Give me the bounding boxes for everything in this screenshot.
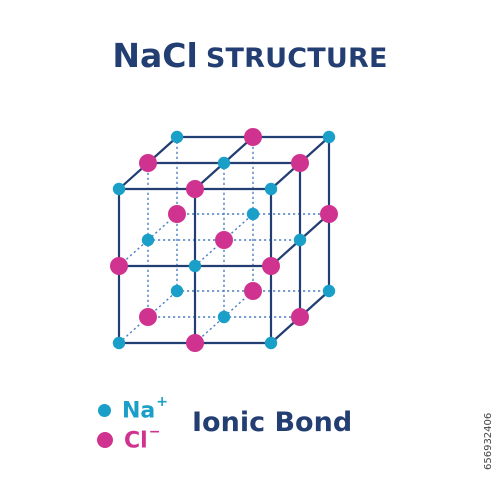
sodium-ion [264,336,278,350]
chloride-ion [244,128,262,146]
legend-label-sodium: Na+ [122,393,168,424]
chloride-ion [110,257,128,275]
chloride-ion [139,154,157,172]
sodium-ion [217,156,231,170]
legend-item-sodium: Na+ [98,393,168,425]
sodium-charge: + [156,393,168,410]
legend-label-chloride: Cl− [124,423,161,454]
legend-item-chloride: Cl− [97,423,161,455]
sodium-ion [322,284,336,298]
sodium-ion [293,233,307,247]
chloride-ion [186,334,204,352]
sodium-ion [217,310,231,324]
lattice-atoms [110,128,338,352]
title-formula: NaCl [112,36,198,75]
sodium-ion [170,284,184,298]
ionic-bond-label: Ionic Bond [192,407,353,438]
sodium-ion [112,182,126,196]
inner-grid-line [223,290,254,318]
chloride-charge: − [148,423,161,440]
sodium-ion [170,130,184,144]
sodium-ion-dot [98,403,111,417]
sodium-ion [264,182,278,196]
chloride-symbol: Cl [124,428,148,454]
chloride-ion-dot [97,432,113,448]
inner-grid-line [147,213,178,241]
sodium-symbol: Na [122,398,156,424]
chloride-ion [244,282,262,300]
chloride-ion [291,308,309,326]
sodium-ion [322,130,336,144]
sodium-ion [141,233,155,247]
title-word: STRUCTURE [205,43,388,74]
chloride-ion [291,154,309,172]
sodium-ion [246,207,260,221]
chloride-ion [186,180,204,198]
chloride-ion [139,308,157,326]
chloride-ion [262,257,280,275]
sodium-ion [188,259,202,273]
inner-grid-line [118,316,149,344]
inner-grid-line [194,239,225,267]
chloride-ion [168,205,186,223]
chloride-ion [215,231,233,249]
sodium-ion [112,336,126,350]
stock-id-watermark: 656932406 [483,412,494,470]
chloride-ion [320,205,338,223]
